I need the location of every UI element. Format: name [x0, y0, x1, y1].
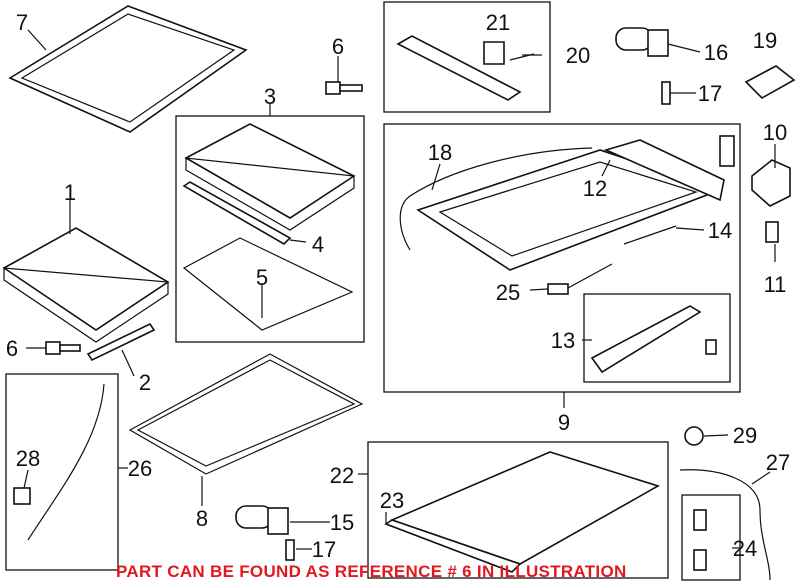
part-22-sunshade	[384, 451, 660, 573]
callout-8: 8	[196, 506, 208, 531]
part-10-bracket	[751, 159, 791, 207]
part-24-screw-2	[693, 549, 707, 571]
callout-19: 19	[753, 28, 777, 53]
group-box-24	[681, 494, 741, 581]
callout-13: 13	[551, 328, 575, 353]
callout-2: 2	[139, 370, 151, 395]
part-9-frame	[399, 135, 735, 271]
part-1-glass	[2, 227, 170, 343]
part-19-module	[744, 65, 796, 99]
leader-lines	[23, 29, 776, 550]
part-6-bolt-top	[325, 81, 363, 95]
callout-22: 22	[330, 463, 354, 488]
callout-28: 28	[16, 446, 40, 471]
callout-1: 1	[64, 180, 76, 205]
callout-21: 21	[486, 10, 510, 35]
part-11-clip	[765, 221, 779, 243]
part-20-deflector	[396, 35, 535, 101]
part-7-seal	[8, 5, 248, 133]
part-6-bolt-left	[45, 341, 81, 355]
part-14-rail	[623, 225, 677, 245]
callout-17: 17	[698, 81, 722, 106]
reference-notice: PART CAN BE FOUND AS REFERENCE # 6 IN IL…	[116, 562, 627, 581]
part-15-motor	[235, 505, 289, 535]
callout-20: 20	[566, 43, 590, 68]
group-box-13	[583, 293, 731, 383]
part-24-screw	[693, 509, 707, 531]
callout-17: 17	[312, 537, 336, 562]
callout-16: 16	[704, 40, 728, 65]
callout-15: 15	[330, 510, 354, 535]
part-13-mechanism	[590, 305, 717, 374]
callout-6: 6	[332, 34, 344, 59]
callout-26: 26	[128, 456, 152, 481]
callout-4: 4	[312, 232, 324, 257]
callout-29: 29	[733, 423, 757, 448]
callout-7: 7	[16, 10, 28, 35]
part-17-screw-top	[661, 81, 671, 105]
part-27-drain-hose	[679, 469, 771, 581]
part-26-drain-hose	[27, 383, 105, 541]
part-28-clip	[13, 487, 31, 505]
part-3-glass	[184, 123, 356, 231]
part-29-grommet	[684, 426, 704, 446]
part-25-cable	[547, 263, 613, 295]
group-box-22	[367, 441, 669, 579]
callout-23: 23	[380, 488, 404, 513]
part-5-seal	[182, 237, 354, 331]
callout-3: 3	[264, 84, 276, 109]
callout-10: 10	[763, 120, 787, 145]
callout-27: 27	[766, 450, 790, 475]
callout-25: 25	[496, 280, 520, 305]
callout-12: 12	[583, 176, 607, 201]
group-box-26	[5, 373, 119, 571]
callout-9: 9	[558, 410, 570, 435]
part-16-motor	[615, 27, 669, 57]
part-2-strip	[86, 322, 156, 362]
callout-14: 14	[708, 218, 732, 243]
group-box-20	[383, 1, 551, 113]
callout-5: 5	[256, 265, 268, 290]
callout-6: 6	[6, 336, 18, 361]
group-box-9	[383, 123, 741, 393]
callout-18: 18	[428, 140, 452, 165]
part-4-strip	[182, 181, 292, 246]
part-8-seal	[128, 353, 364, 475]
callout-11: 11	[764, 272, 787, 297]
part-17-screw-bottom	[285, 539, 295, 561]
callout-24: 24	[733, 536, 757, 561]
